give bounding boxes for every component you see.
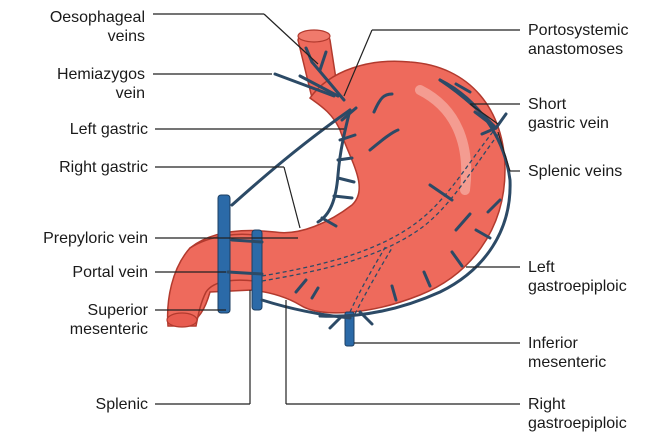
label-portal-vein: Portal vein (0, 263, 148, 282)
label-inferior-mesenteric: Inferior mesenteric (528, 334, 606, 372)
oesophagus-opening (298, 30, 330, 42)
label-hemiazygos-line2: vein (0, 84, 145, 103)
label-left-gastroepiploic-line2: gastroepiploic (528, 277, 627, 296)
label-hemiazygos-vein: Hemiazygos vein (0, 65, 145, 103)
label-inferior-line1: Inferior (528, 334, 606, 353)
portal-vein-vessel (218, 195, 230, 313)
label-oesophageal-veins: Oesophageal veins (0, 8, 145, 46)
label-right-gastric: Right gastric (0, 158, 148, 177)
label-short-gastric-line2: gastric vein (528, 114, 609, 133)
label-portosystemic-line2: anastomoses (528, 40, 628, 59)
label-prepyloric-vein: Prepyloric vein (0, 229, 148, 248)
label-right-gastroepiploic: Right gastroepiploic (528, 395, 627, 433)
label-portosystemic-line1: Portosystemic (528, 21, 628, 40)
label-superior-line1: Superior (0, 301, 148, 320)
label-hemiazygos-line1: Hemiazygos (0, 65, 145, 84)
label-short-gastric-vein: Short gastric vein (528, 95, 609, 133)
label-portosystemic-anastomoses: Portosystemic anastomoses (528, 21, 628, 59)
label-left-gastroepiploic-line1: Left (528, 258, 627, 277)
label-splenic-veins: Splenic veins (528, 162, 622, 181)
label-oesophageal-line2: veins (0, 27, 145, 46)
label-right-gastroepiploic-line1: Right (528, 395, 627, 414)
duodenum-opening (167, 313, 197, 327)
label-superior-line2: mesenteric (0, 320, 148, 339)
label-left-gastric: Left gastric (0, 120, 148, 139)
label-right-gastroepiploic-line2: gastroepiploic (528, 414, 627, 433)
label-superior-mesenteric: Superior mesenteric (0, 301, 148, 339)
label-oesophageal-line1: Oesophageal (0, 8, 145, 27)
duodenum (168, 234, 262, 326)
label-left-gastroepiploic: Left gastroepiploic (528, 258, 627, 296)
label-inferior-line2: mesenteric (528, 353, 606, 372)
label-splenic: Splenic (0, 395, 148, 414)
label-short-gastric-line1: Short (528, 95, 609, 114)
